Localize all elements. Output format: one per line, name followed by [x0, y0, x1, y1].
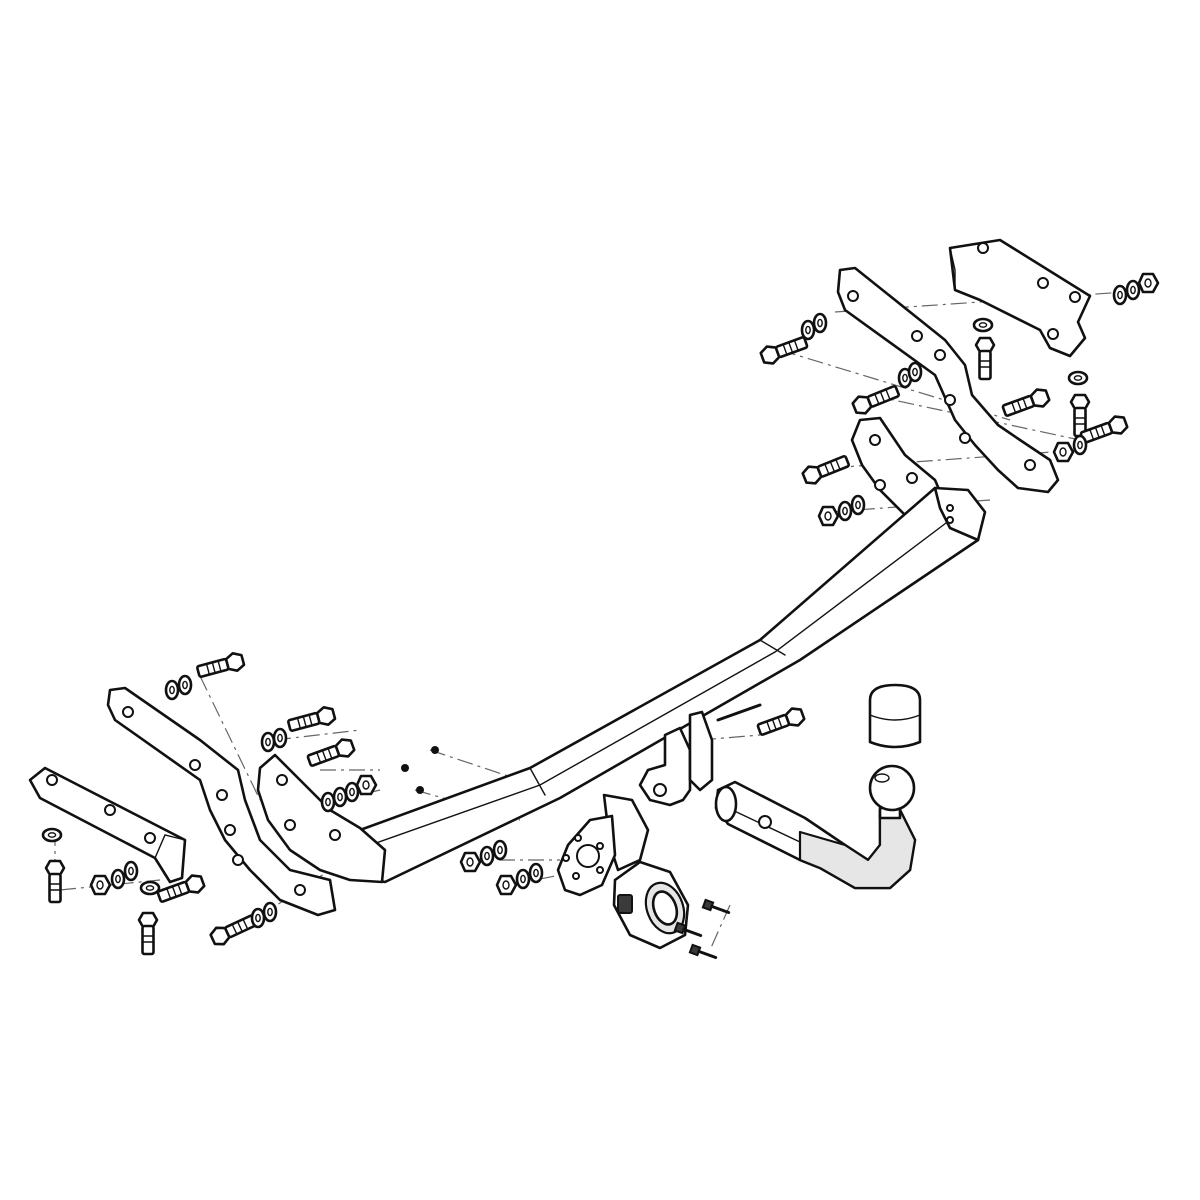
bolt-icon: [999, 385, 1052, 421]
washer-icon: [272, 727, 288, 749]
nut-icon: [817, 505, 840, 527]
bolt-icon: [44, 859, 66, 904]
washer-icon: [250, 907, 266, 929]
nut-icon: [89, 874, 112, 896]
bolt-icon: [799, 451, 852, 488]
electric-socket: [612, 860, 732, 963]
bolt-icon: [849, 381, 902, 418]
washer-icon: [164, 679, 180, 701]
washer-icon: [528, 862, 544, 884]
socket-plate: [556, 793, 650, 897]
nut-icon: [355, 774, 378, 796]
washer-icon: [850, 494, 866, 516]
socket-mount-bracket: [638, 710, 714, 807]
washer-icon: [344, 781, 360, 803]
washer-icon: [1112, 284, 1128, 306]
washer-icon: [492, 839, 508, 861]
tow-ball: [868, 764, 916, 820]
nut-icon: [495, 874, 518, 896]
washer-icon: [972, 317, 994, 333]
bolt-icon: [304, 735, 357, 771]
washer-icon: [812, 312, 828, 334]
left-inner-plate: [256, 753, 387, 884]
tow-ball-neck: [714, 780, 917, 890]
washer-icon: [837, 500, 853, 522]
nut-icon: [1052, 441, 1075, 463]
washer-icon: [139, 880, 161, 896]
right-outer-bracket: [948, 238, 1092, 358]
washer-icon: [177, 674, 193, 696]
bolt-icon: [754, 704, 807, 740]
screw-icon: [688, 943, 719, 963]
washer-icon: [260, 731, 276, 753]
bolt-icon: [137, 911, 159, 956]
washer-icon: [123, 860, 139, 882]
washer-icon: [1072, 434, 1088, 456]
left-outer-bracket: [28, 766, 187, 884]
nut-icon: [459, 851, 482, 873]
nut-icon: [1137, 272, 1160, 294]
washer-icon: [1125, 279, 1141, 301]
washer-icon: [332, 786, 348, 808]
washer-icon: [907, 361, 923, 383]
bolt-icon: [285, 703, 338, 736]
bolt-icon: [974, 336, 996, 381]
washer-icon: [479, 845, 495, 867]
centre-fasteners: [459, 703, 807, 896]
bolt-icon: [758, 332, 811, 368]
washer-icon: [110, 868, 126, 890]
plug-dots: [401, 746, 439, 794]
bolt-icon: [194, 649, 247, 682]
ball-cap: [868, 683, 922, 749]
washer-icon: [515, 868, 531, 890]
washer-icon: [800, 319, 816, 341]
washer-icon: [262, 901, 278, 923]
left-side-plate: [106, 686, 337, 917]
right-side-plate: [836, 266, 1060, 494]
washer-icon: [1067, 370, 1089, 386]
washer-icon: [320, 791, 336, 813]
washer-icon: [41, 827, 63, 843]
